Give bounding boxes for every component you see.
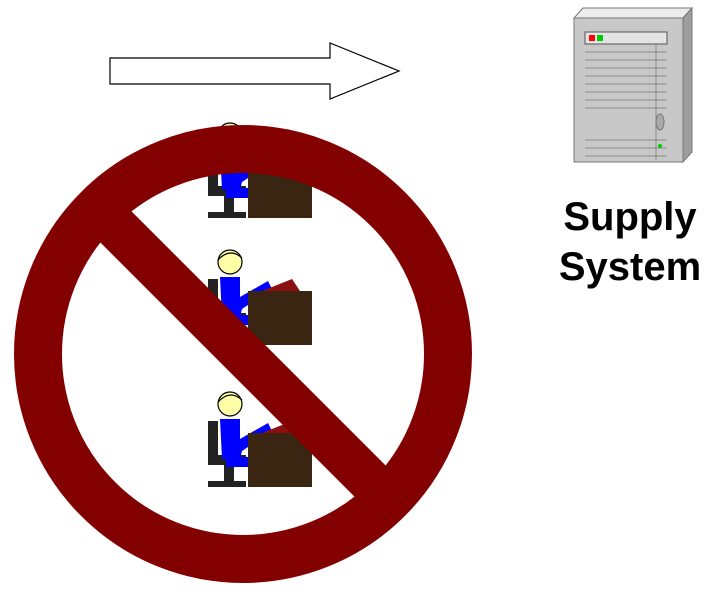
no-symbol-icon (38, 149, 448, 559)
label-line-1: Supply (540, 192, 720, 242)
server-tower-icon (574, 8, 692, 162)
label-line-2: System (540, 242, 720, 292)
right-arrow-icon (110, 43, 399, 99)
supply-system-label: Supply System (540, 192, 720, 292)
